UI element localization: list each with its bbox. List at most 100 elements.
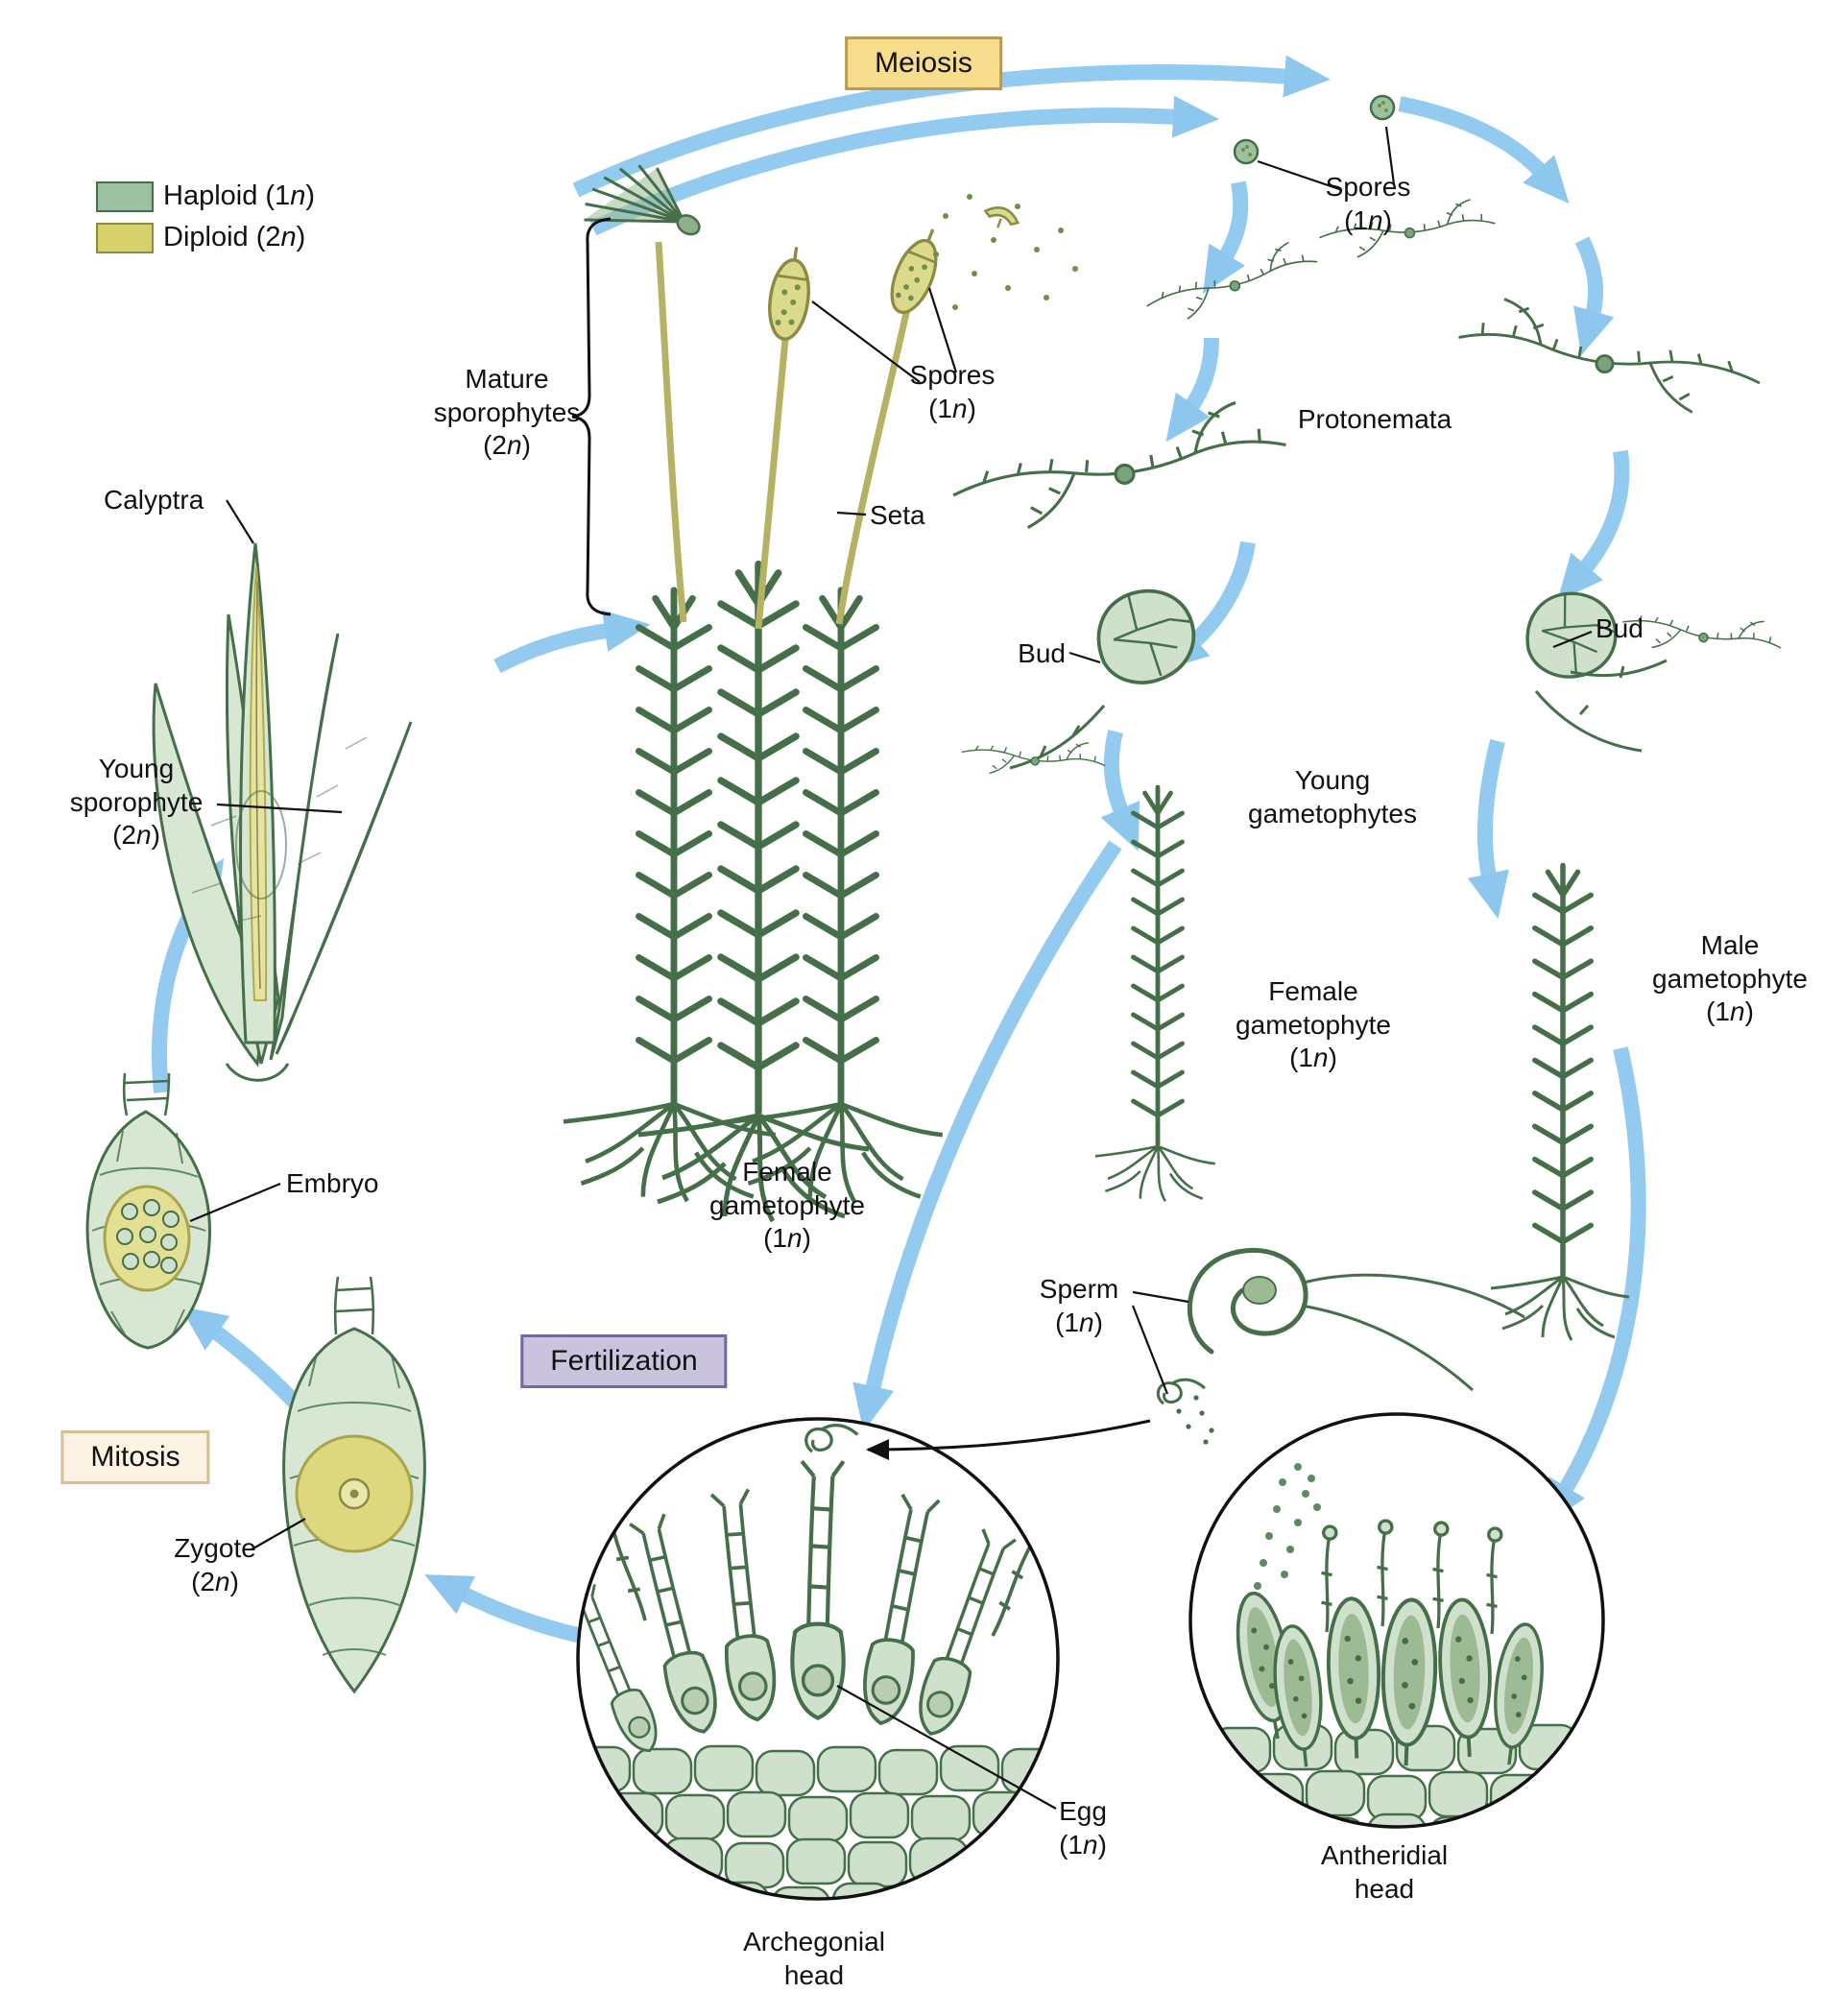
label-seta: Seta xyxy=(870,499,925,533)
label-line: Spores xyxy=(909,360,996,390)
label-line: (2n) xyxy=(112,820,160,851)
arrow-meiosis-to-spores-2 xyxy=(589,95,1219,236)
female-gametophyte-center-illustration xyxy=(564,564,943,1221)
label-female-gametophyte-center: Female gametophyte (1n) xyxy=(709,1156,865,1256)
sperm-dots xyxy=(1176,1395,1214,1445)
label-line: Calyptra xyxy=(104,485,204,515)
capsule-middle xyxy=(763,242,817,344)
label-line: gametophyte xyxy=(1652,963,1808,994)
label-line: Bud xyxy=(1018,638,1066,668)
leader-seta xyxy=(836,511,867,516)
label-line: gametophyte xyxy=(1236,1009,1391,1040)
mitosis-box: Mitosis xyxy=(60,1430,210,1484)
arrow-protonema-to-bud-left xyxy=(1161,540,1256,671)
leader-embryo xyxy=(189,1182,281,1223)
label-line: head xyxy=(783,1959,845,1990)
leader-bud-right xyxy=(1552,630,1593,649)
label-line: sporophyte xyxy=(69,786,204,817)
leader-young-sporophyte xyxy=(216,803,343,814)
label-line: Young xyxy=(98,754,175,783)
arrow-male-to-antheridial-head xyxy=(1543,1046,1646,1527)
zygote-illustration xyxy=(282,1276,426,1694)
blue-cycle-arrows xyxy=(152,55,1646,1645)
label-line: (2n) xyxy=(191,1566,239,1596)
label-line: Zygote xyxy=(174,1533,256,1563)
arrow-protonema-to-bud-right xyxy=(1557,449,1630,602)
label-line: Archegonial xyxy=(743,1927,885,1956)
leader-calyptra xyxy=(226,499,254,544)
label-line: Embryo xyxy=(286,1168,379,1198)
arrow-bud-to-male-gametophyte xyxy=(1467,739,1509,920)
label-line: Female xyxy=(1268,976,1358,1006)
seta-stalk-left xyxy=(655,241,687,623)
open-capsule-illustration xyxy=(584,164,701,236)
label-embryo: Embryo xyxy=(286,1167,378,1201)
label-protonemata: Protonemata xyxy=(1298,403,1452,437)
label-line: Spores xyxy=(1325,172,1411,202)
label-line: gametophyte xyxy=(709,1189,865,1220)
arrow-spore-to-protonema-right xyxy=(1398,96,1570,204)
label-zygote: Zygote (2n) xyxy=(174,1532,256,1598)
spores-illustration-top xyxy=(1233,94,1396,165)
arrow-female-to-archegonial-head xyxy=(852,840,1122,1432)
label-female-gametophyte-right: Female gametophyte (1n) xyxy=(1236,975,1391,1075)
label-sperm: Sperm (1n) xyxy=(1040,1273,1118,1339)
mitosis-box-label: Mitosis xyxy=(90,1441,180,1473)
label-line: Mature xyxy=(465,364,549,394)
released-sperm-cloud xyxy=(1254,1463,1321,1590)
leader-bud-left xyxy=(1068,651,1101,664)
arrow-zygote-to-embryo xyxy=(180,1306,311,1419)
arrow-spore-to-protonema-left xyxy=(1203,180,1249,295)
leader-lines xyxy=(189,126,1593,1810)
label-line: gametophytes xyxy=(1248,798,1417,828)
label-line: Bud xyxy=(1596,613,1644,643)
fertilization-box: Fertilization xyxy=(520,1334,728,1388)
label-line: (1n) xyxy=(1055,1307,1103,1337)
embryo-illustration xyxy=(85,1072,211,1350)
sperm-to-egg-arrow xyxy=(866,1419,1151,1460)
legend: Haploid (1n) Diploid (2n) xyxy=(96,180,315,263)
label-line: Young xyxy=(1294,765,1371,795)
leader-sperm-coil xyxy=(1132,1290,1189,1304)
label-line: head xyxy=(1354,1873,1415,1904)
label-line: Male xyxy=(1700,930,1760,960)
label-spores-center: Spores (1n) xyxy=(910,359,996,425)
meiosis-box-label: Meiosis xyxy=(875,47,972,79)
label-young-sporophyte: Young sporophyte (2n) xyxy=(70,753,204,852)
label-egg: Egg (1n) xyxy=(1059,1795,1107,1861)
label-antheridial-head: Antheridial head xyxy=(1321,1839,1448,1906)
leader-spores-center-1 xyxy=(811,300,921,383)
protonemata-illustration-left-large xyxy=(951,400,1288,530)
label-line: (1n) xyxy=(1059,1829,1107,1860)
arrow-protonema-right-grow xyxy=(1573,236,1615,356)
label-line: Antheridial xyxy=(1320,1840,1449,1870)
label-male-gametophyte: Male gametophyte (1n) xyxy=(1652,929,1808,1029)
label-spores-top: Spores (1n) xyxy=(1326,171,1411,237)
leader-zygote xyxy=(251,1518,306,1550)
label-line: (1n) xyxy=(1344,204,1392,235)
archegonial-head-illustration xyxy=(576,1417,1060,1901)
haploid-swatch xyxy=(96,180,154,212)
arrow-archegonium-to-zygote xyxy=(424,1574,592,1645)
capsule-right xyxy=(881,221,951,321)
leader-sperm-small xyxy=(1131,1305,1169,1395)
bud-left-illustration xyxy=(957,585,1200,802)
released-spores-dots xyxy=(933,194,1078,310)
leader-spores-center-2 xyxy=(927,287,958,373)
label-line: Egg xyxy=(1059,1796,1107,1826)
label-line: (2n) xyxy=(483,430,531,461)
male-gametophyte-illustration xyxy=(1489,865,1631,1342)
label-mature-sporophytes: Mature sporophytes (2n) xyxy=(434,363,581,463)
diploid-swatch xyxy=(96,222,154,253)
meiosis-box: Meiosis xyxy=(845,36,1002,90)
sperm-illustration xyxy=(1156,1247,1525,1445)
label-line: (1n) xyxy=(763,1223,811,1254)
label-line: (1n) xyxy=(1289,1043,1337,1073)
label-line: Sperm xyxy=(1039,1274,1119,1304)
label-line: (1n) xyxy=(1706,996,1754,1027)
label-young-gametophytes: Young gametophytes xyxy=(1248,764,1417,830)
protonemata-illustration-right-large xyxy=(1457,298,1762,414)
leader-spores-top-left xyxy=(1257,159,1343,192)
